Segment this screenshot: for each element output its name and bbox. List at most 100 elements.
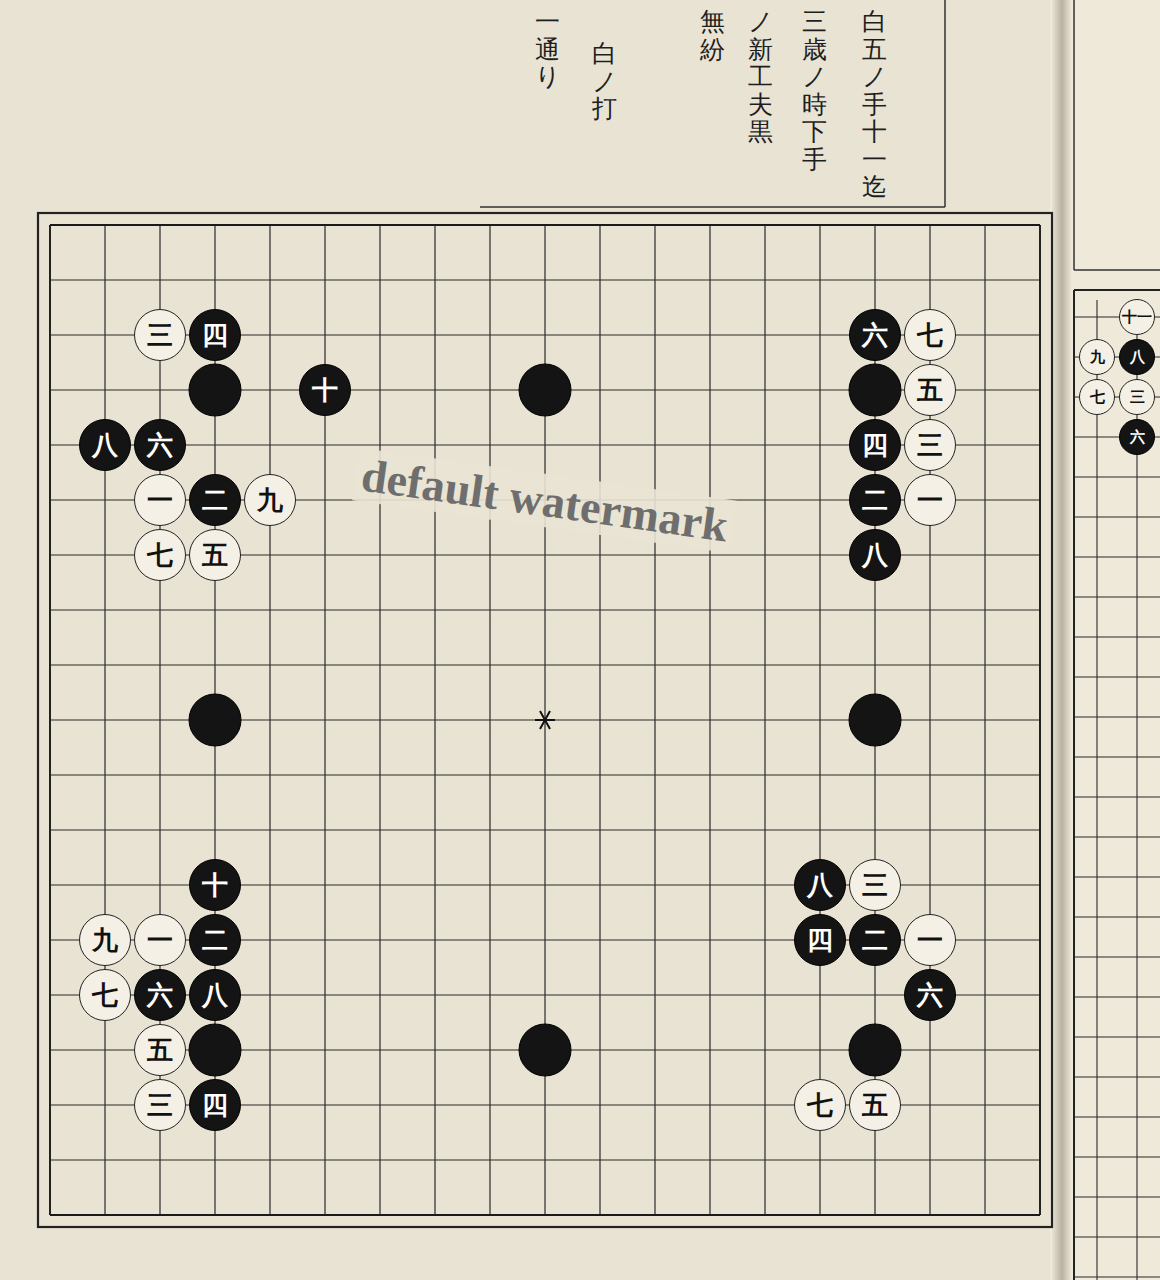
black-stone: 六 <box>849 309 901 361</box>
black-stone: 六 <box>1119 419 1155 455</box>
move-number: 二 <box>202 927 228 953</box>
white-stone: 七 <box>904 309 956 361</box>
black-stone: 八 <box>794 859 846 911</box>
black-stone: 四 <box>794 914 846 966</box>
white-stone: 一 <box>134 914 186 966</box>
move-number: 四 <box>807 927 833 953</box>
move-number: 八 <box>202 982 228 1008</box>
move-number: 八 <box>1130 350 1145 365</box>
move-number: 二 <box>862 927 888 953</box>
black-stone: 二 <box>189 474 241 526</box>
move-number: 九 <box>92 927 118 953</box>
move-number: 八 <box>862 542 888 568</box>
white-stone: 九 <box>244 474 296 526</box>
move-number: 九 <box>257 487 283 513</box>
watermark: default watermark <box>353 447 738 553</box>
white-stone: 三 <box>904 419 956 471</box>
move-number: 五 <box>147 1037 173 1063</box>
text-panel-border <box>480 0 945 207</box>
white-stone: 九 <box>79 914 131 966</box>
right-page-panel <box>1074 0 1160 270</box>
black-stone: 八 <box>189 969 241 1021</box>
white-stone: 三 <box>1119 379 1155 415</box>
board-edge <box>50 225 1040 1215</box>
commentary-column: 白ノ打 <box>592 40 617 123</box>
commentary-column: 無紛 <box>700 8 725 63</box>
white-stone: 一 <box>134 474 186 526</box>
commentary-column: 白五ノ手十一迄 <box>862 8 887 201</box>
move-number: 四 <box>862 432 888 458</box>
move-number: 十一 <box>1122 310 1152 325</box>
move-number: 三 <box>1130 390 1145 405</box>
page-gutter <box>1052 0 1072 1280</box>
move-number: 一 <box>917 487 943 513</box>
commentary-column: 三歳ノ時下手 <box>802 8 827 173</box>
black-stone: 八 <box>1119 339 1155 375</box>
white-stone: 七 <box>134 529 186 581</box>
move-number: 六 <box>147 982 173 1008</box>
white-stone: 九 <box>1079 339 1115 375</box>
right-page <box>1050 0 1160 1280</box>
move-number: 七 <box>1090 390 1105 405</box>
black-stone: 十 <box>189 859 241 911</box>
right-board-frame <box>1074 290 1160 1280</box>
white-stone: 五 <box>134 1024 186 1076</box>
black-stones <box>189 364 901 1076</box>
move-number: 七 <box>917 322 943 348</box>
move-number: 九 <box>1090 350 1105 365</box>
move-number: 二 <box>202 487 228 513</box>
black-stone: 十 <box>299 364 351 416</box>
move-number: 七 <box>807 1092 833 1118</box>
move-number: 三 <box>147 1092 173 1118</box>
white-stone: 三 <box>134 309 186 361</box>
black-stone: 四 <box>849 419 901 471</box>
white-stone: 五 <box>849 1079 901 1131</box>
move-number: 五 <box>862 1092 888 1118</box>
right-board-grid <box>1074 300 1160 1280</box>
black-stone: 二 <box>849 914 901 966</box>
move-number: 一 <box>917 927 943 953</box>
move-number: 六 <box>1130 430 1145 445</box>
black-stone: 二 <box>849 474 901 526</box>
move-number: 一 <box>147 927 173 953</box>
black-stone: 四 <box>189 309 241 361</box>
move-number: 四 <box>202 1092 228 1118</box>
move-number: 八 <box>807 872 833 898</box>
black-stone: 六 <box>134 419 186 471</box>
white-stone: 五 <box>904 364 956 416</box>
move-number: 二 <box>862 487 888 513</box>
move-number: 七 <box>147 542 173 568</box>
move-number: 五 <box>917 377 943 403</box>
white-stone: 三 <box>134 1079 186 1131</box>
black-stone: 六 <box>904 969 956 1021</box>
move-number: 十 <box>202 872 228 898</box>
move-number: 六 <box>862 322 888 348</box>
black-stone: 八 <box>79 419 131 471</box>
move-number: 三 <box>147 322 173 348</box>
commentary-column: 一通り <box>535 8 560 91</box>
white-stone: 七 <box>79 969 131 1021</box>
move-number: 十 <box>312 377 338 403</box>
move-number: 七 <box>92 982 118 1008</box>
black-stone: 二 <box>189 914 241 966</box>
white-stone: 一 <box>904 474 956 526</box>
black-stone: 八 <box>849 529 901 581</box>
white-stone: 七 <box>794 1079 846 1131</box>
move-number: 三 <box>862 872 888 898</box>
white-stone: 一 <box>904 914 956 966</box>
board-frame <box>38 213 1052 1227</box>
black-stone: 六 <box>134 969 186 1021</box>
white-stone: 十一 <box>1119 299 1155 335</box>
white-stone: 五 <box>189 529 241 581</box>
commentary-column: ノ新工夫黒 <box>748 8 773 146</box>
move-number: 四 <box>202 322 228 348</box>
move-number: 八 <box>92 432 118 458</box>
board-grid <box>50 225 1040 1215</box>
move-number: 五 <box>202 542 228 568</box>
move-number: 六 <box>147 432 173 458</box>
tengen-mark <box>535 711 555 729</box>
white-stone: 三 <box>849 859 901 911</box>
move-number: 六 <box>917 982 943 1008</box>
move-number: 一 <box>147 487 173 513</box>
